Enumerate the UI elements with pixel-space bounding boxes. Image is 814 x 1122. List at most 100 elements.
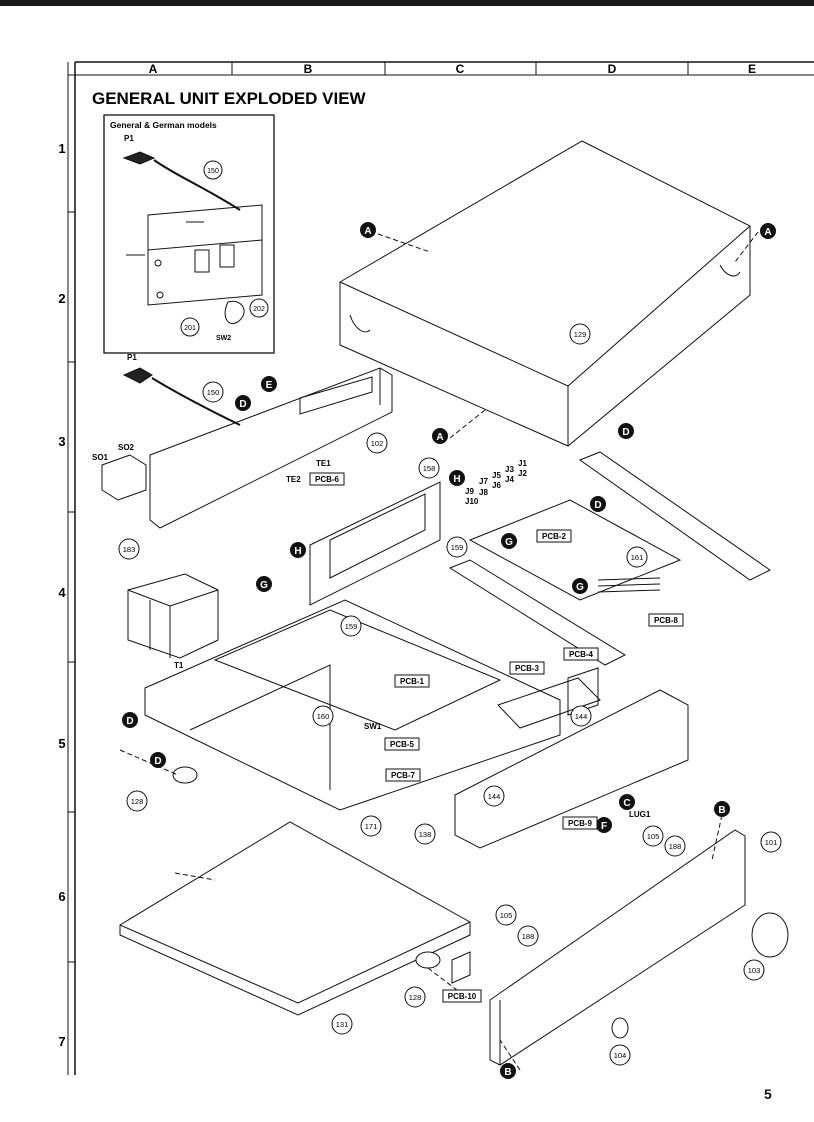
column-labels: A B C D E [149,62,756,76]
component-label: J7 [479,477,488,486]
svg-text:PCB-10: PCB-10 [448,992,477,1001]
svg-text:C: C [623,798,630,809]
svg-text:129: 129 [574,330,587,339]
screw-marker: D [618,423,634,439]
grid-column-label: C [456,62,465,76]
screw-marker: G [501,533,517,549]
screw-marker: H [290,542,306,558]
part-number-label: 150 [207,168,219,175]
svg-text:131: 131 [336,1020,349,1029]
svg-text:PCB-6: PCB-6 [315,475,340,484]
page-number: 5 [764,1086,772,1102]
grid-row-label: 6 [58,889,65,904]
component-label: SO1 [92,453,109,462]
svg-text:183: 183 [123,545,136,554]
screw-marker: E [261,376,277,392]
part-callout: 105 [495,904,517,926]
component-label: TE1 [316,459,331,468]
svg-text:PCB-3: PCB-3 [515,664,540,673]
component-label: J3 [505,465,514,474]
row-labels: 1 2 3 4 5 6 7 [58,141,66,1049]
grid-row-label: 3 [58,434,65,449]
part-callout: 161 [626,546,648,568]
component-label: J6 [492,481,501,490]
screw-marker: C [619,794,635,810]
component-label: TE2 [286,475,301,484]
grid-column-label: A [149,62,158,76]
screw-marker: A [760,223,776,239]
svg-text:D: D [239,399,246,410]
part-callout: 159 [340,615,362,637]
svg-text:B: B [718,805,725,816]
pcb-label: PCB-4 [563,647,599,661]
part-callout: 144 [483,785,505,807]
part-numbers: 101 102 103 104 105 105 128 128 129 131 … [118,323,782,1066]
svg-text:G: G [260,580,268,591]
svg-text:PCB-5: PCB-5 [390,740,415,749]
svg-text:D: D [622,427,629,438]
screw-marker: D [590,496,606,512]
screw-marker: D [150,752,166,768]
grid-column-label: E [748,62,756,76]
part-callout: 129 [569,323,591,345]
svg-text:F: F [601,821,607,832]
screw-marker: D [122,712,138,728]
inset-label-p1: P1 [124,134,134,143]
grid-column-label: D [608,62,617,76]
component-labels: P1 SO1 SO2 TE1 TE2 T1 SW1 LUG1 J1 J2 J3 … [92,353,651,819]
grid-row-label: 7 [58,1034,65,1049]
component-label: T1 [174,661,184,670]
screw-marker: A [360,222,376,238]
part-callout: 131 [331,1013,353,1035]
screw-marker: H [449,470,465,486]
screw-marker: A [432,428,448,444]
inset-heading: General & German models [110,120,217,130]
svg-text:150: 150 [207,388,220,397]
part-callout: 138 [414,823,436,845]
svg-text:PCB-8: PCB-8 [654,616,679,625]
svg-text:128: 128 [409,993,422,1002]
svg-text:D: D [154,756,161,767]
component-label: J5 [492,471,501,480]
part-number-label: 202 [253,306,265,313]
part-callout: 103 [743,959,765,981]
part-callout: 105 [642,825,664,847]
svg-text:188: 188 [522,932,535,941]
svg-text:A: A [364,226,371,237]
pcb-label: PCB-1 [394,674,430,688]
pcb-label: PCB-10 [442,989,482,1003]
svg-text:A: A [764,227,771,238]
svg-text:105: 105 [647,832,660,841]
part-callout: 128 [126,790,148,812]
page-title: GENERAL UNIT EXPLODED VIEW [92,89,367,108]
inset-general-german: General & German models P1 150 201 202 S… [103,114,275,354]
svg-text:103: 103 [748,966,761,975]
svg-text:H: H [294,546,301,557]
part-callout: 171 [360,815,382,837]
svg-text:PCB-7: PCB-7 [391,771,416,780]
svg-text:D: D [594,500,601,511]
screw-marker: B [714,801,730,817]
component-label: J4 [505,475,514,484]
svg-text:G: G [505,537,513,548]
inset-label-sw2: SW2 [216,335,231,342]
screw-marker: G [256,576,272,592]
component-label: J10 [465,497,479,506]
svg-text:188: 188 [669,842,682,851]
svg-text:144: 144 [488,792,501,801]
svg-text:158: 158 [423,464,436,473]
svg-text:159: 159 [451,543,464,552]
pcb-label: PCB-2 [536,529,572,543]
part-callout: 188 [517,925,539,947]
part-callout: 102 [366,432,388,454]
part-callout: 101 [760,831,782,853]
screw-markers: A A A B B C D D D D D E F G G G H H [122,222,776,1079]
svg-text:H: H [453,474,460,485]
svg-text:PCB-9: PCB-9 [568,819,593,828]
grid-row-label: 2 [58,291,65,306]
part-callout: 128 [404,986,426,1008]
screw-marker: B [500,1063,516,1079]
screw-marker: D [235,395,251,411]
grid-row-label: 1 [58,141,65,156]
svg-text:101: 101 [765,838,778,847]
